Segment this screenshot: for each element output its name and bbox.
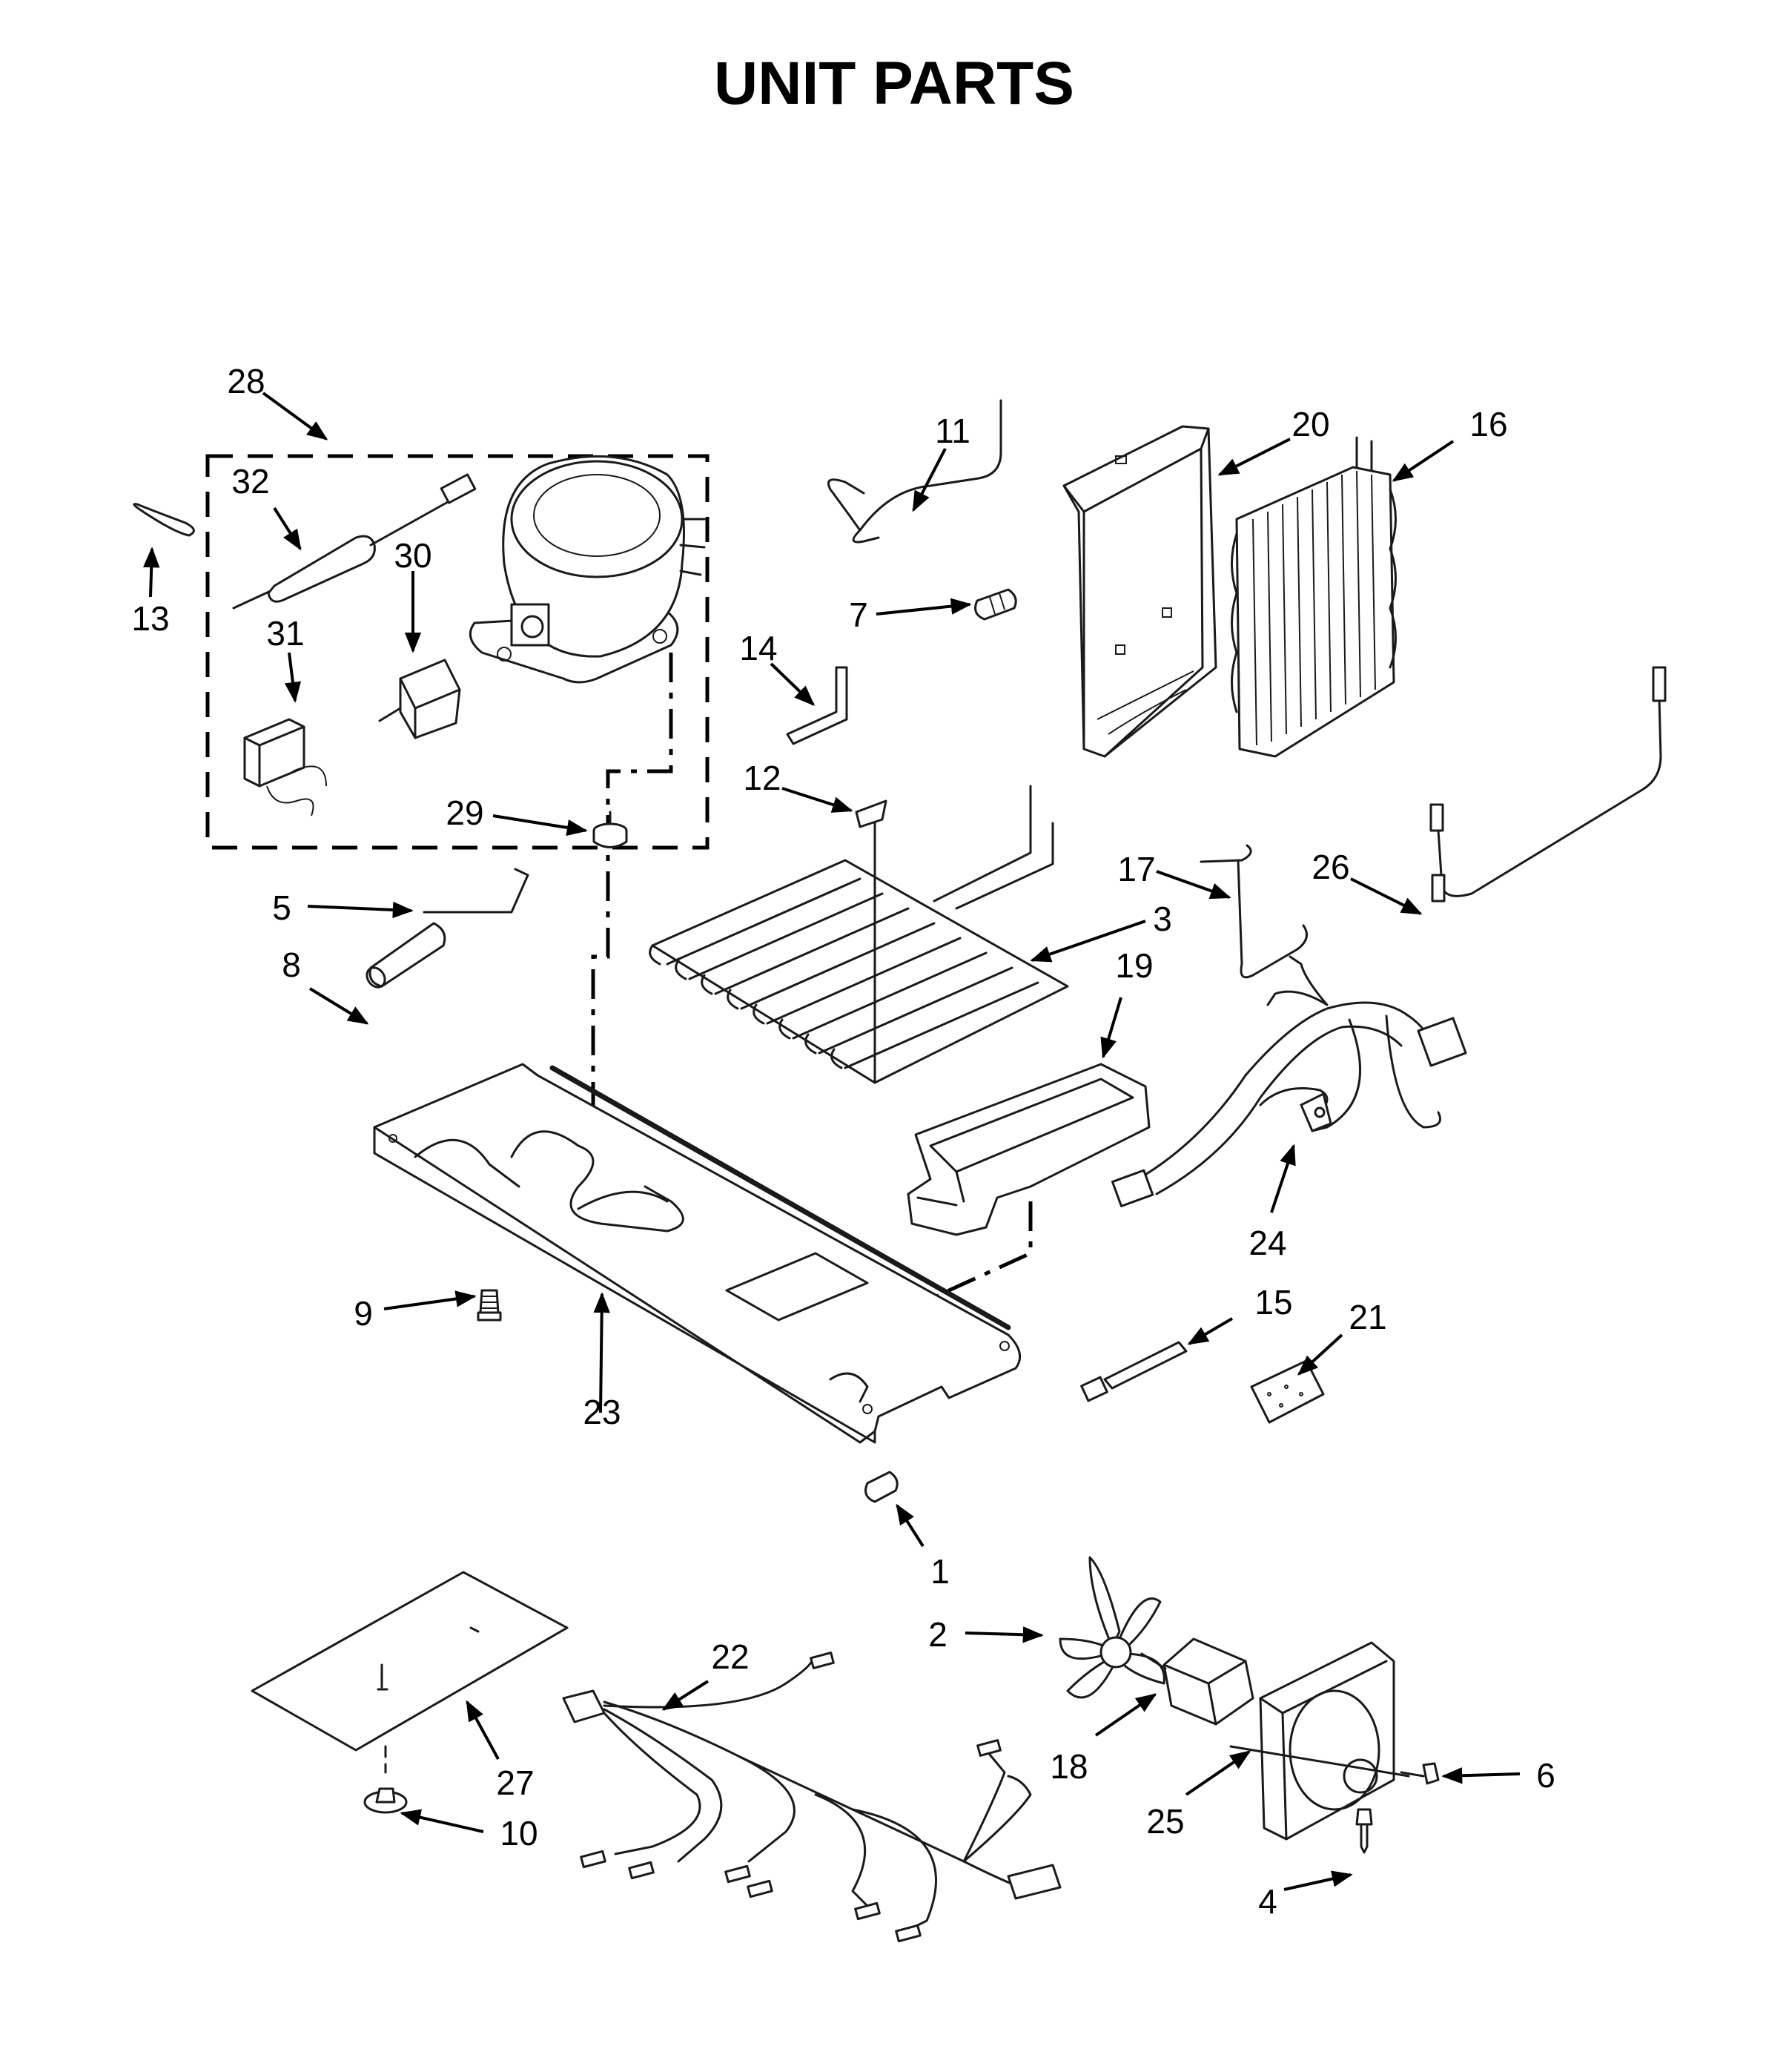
grommet-icon xyxy=(592,811,628,848)
callout-4: 4 xyxy=(1258,1882,1277,1921)
screw-9-icon xyxy=(477,1289,502,1322)
tube-connector-icon xyxy=(423,868,529,914)
callout-18: 18 xyxy=(1050,1747,1088,1786)
bracket-17-icon xyxy=(1200,844,1308,979)
evaporator-icon xyxy=(649,785,1069,1084)
callout-26: 26 xyxy=(1312,848,1349,886)
callout-3: 3 xyxy=(1153,900,1172,938)
callout-25: 25 xyxy=(1146,1802,1184,1841)
callout-17: 17 xyxy=(1117,850,1155,888)
clip-10-icon xyxy=(363,1787,408,1814)
base-pan-icon xyxy=(373,1063,1022,1444)
fan-blade-icon xyxy=(1059,1556,1165,1699)
filter-drier-icon xyxy=(232,473,477,610)
start-relay-icon xyxy=(378,659,461,739)
callout-5: 5 xyxy=(272,888,291,927)
drier-connector-icon xyxy=(974,588,1017,621)
fan-motor-icon xyxy=(1140,1637,1254,1726)
fan-shroud-icon xyxy=(1229,1641,1410,1841)
callout-14: 14 xyxy=(739,629,777,667)
callout-31: 31 xyxy=(266,614,304,653)
callout-27: 27 xyxy=(496,1763,534,1802)
callout-12: 12 xyxy=(743,759,781,797)
callout-32: 32 xyxy=(231,462,269,501)
overload-protector-icon xyxy=(243,718,327,816)
callout-11: 11 xyxy=(935,412,970,450)
condenser-coil-icon xyxy=(1231,436,1397,758)
assembly-line-compressor xyxy=(591,653,673,1201)
callout-30: 30 xyxy=(394,536,431,575)
callout-28: 28 xyxy=(227,362,265,400)
callout-15: 15 xyxy=(1254,1283,1292,1322)
callout-16: 16 xyxy=(1469,405,1507,443)
screw-4-icon xyxy=(1355,1808,1373,1854)
callout-22: 22 xyxy=(711,1637,749,1676)
compressor-kit-boundary xyxy=(205,454,710,850)
callout-7: 7 xyxy=(849,595,868,634)
callout-10: 10 xyxy=(500,1814,538,1852)
callout-9: 9 xyxy=(354,1294,373,1333)
page-title: UNIT PARTS xyxy=(714,50,1074,117)
callout-8: 8 xyxy=(282,946,301,984)
callout-6: 6 xyxy=(1536,1756,1555,1795)
callout-19: 19 xyxy=(1115,946,1153,985)
cable-tie-icon xyxy=(1080,1341,1188,1402)
screw-6-icon xyxy=(1400,1762,1440,1785)
callout-23: 23 xyxy=(583,1393,621,1431)
condenser-shroud-icon xyxy=(1062,425,1217,758)
callout-21: 21 xyxy=(1349,1298,1386,1336)
wiring-harness-24-icon xyxy=(1111,955,1467,1207)
callout-24: 24 xyxy=(1248,1224,1286,1262)
capillary-tube-icon xyxy=(827,399,1002,544)
thermistor-icon xyxy=(1429,666,1667,903)
elbow-tube-icon xyxy=(786,666,848,745)
wire-tie-icon xyxy=(133,503,195,537)
insulation-tube-icon xyxy=(366,922,446,989)
clip-12-icon xyxy=(855,799,887,839)
callout-13: 13 xyxy=(131,599,169,638)
drain-trough-icon xyxy=(907,1063,1151,1236)
compressor-icon xyxy=(469,455,706,684)
callout-20: 20 xyxy=(1291,405,1329,443)
callout-29: 29 xyxy=(446,794,483,832)
tape-pad-icon xyxy=(1250,1359,1325,1424)
assembly-line-base xyxy=(895,1201,1033,1379)
callout-1: 1 xyxy=(930,1552,950,1591)
wiring-harness-22-icon xyxy=(562,1652,1062,1943)
leader-lines xyxy=(143,392,1521,1891)
callout-2: 2 xyxy=(928,1615,947,1654)
bushing-icon xyxy=(864,1471,899,1503)
insulation-pad-icon xyxy=(251,1571,569,1774)
